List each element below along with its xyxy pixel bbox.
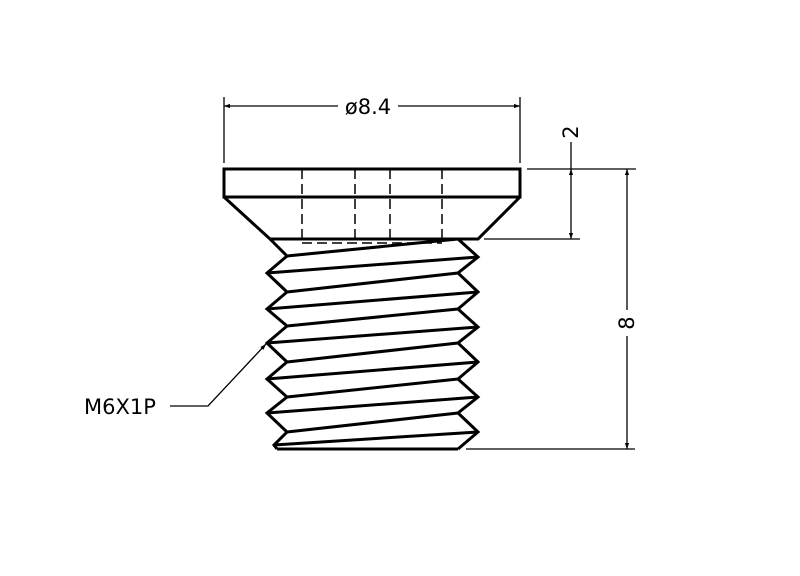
screw-head xyxy=(222,167,522,241)
hidden-lines xyxy=(301,169,443,244)
thread-right-profile xyxy=(455,237,481,451)
head-height-label: 2 xyxy=(559,125,583,138)
thread-helix-line xyxy=(286,271,459,294)
thread-helix-line xyxy=(286,411,459,434)
thread-helix-line xyxy=(286,237,459,258)
thread-callout-label: M6X1P xyxy=(84,395,156,419)
thread-body xyxy=(264,237,481,451)
length-dimension xyxy=(466,169,635,450)
thread-helix-line xyxy=(266,360,479,381)
head-top-rect xyxy=(222,167,522,199)
thread-helix-line xyxy=(286,307,459,328)
thread-callout-leader xyxy=(170,343,267,407)
thread-helix-line xyxy=(266,290,479,311)
head-height-dimension xyxy=(484,142,636,240)
thread-helix-line xyxy=(266,255,479,275)
thread-helix-line xyxy=(286,341,459,364)
thread-helix-line xyxy=(273,430,479,447)
diameter-dimension xyxy=(223,97,521,163)
thread-left-profile xyxy=(264,237,290,450)
thread-helix-line xyxy=(266,395,479,415)
thread-helix-line xyxy=(286,377,459,399)
length-label: 8 xyxy=(615,316,639,329)
diameter-label: ø8.4 xyxy=(345,95,391,119)
thread-helix-line xyxy=(266,325,479,345)
head-chamfer xyxy=(222,195,522,241)
